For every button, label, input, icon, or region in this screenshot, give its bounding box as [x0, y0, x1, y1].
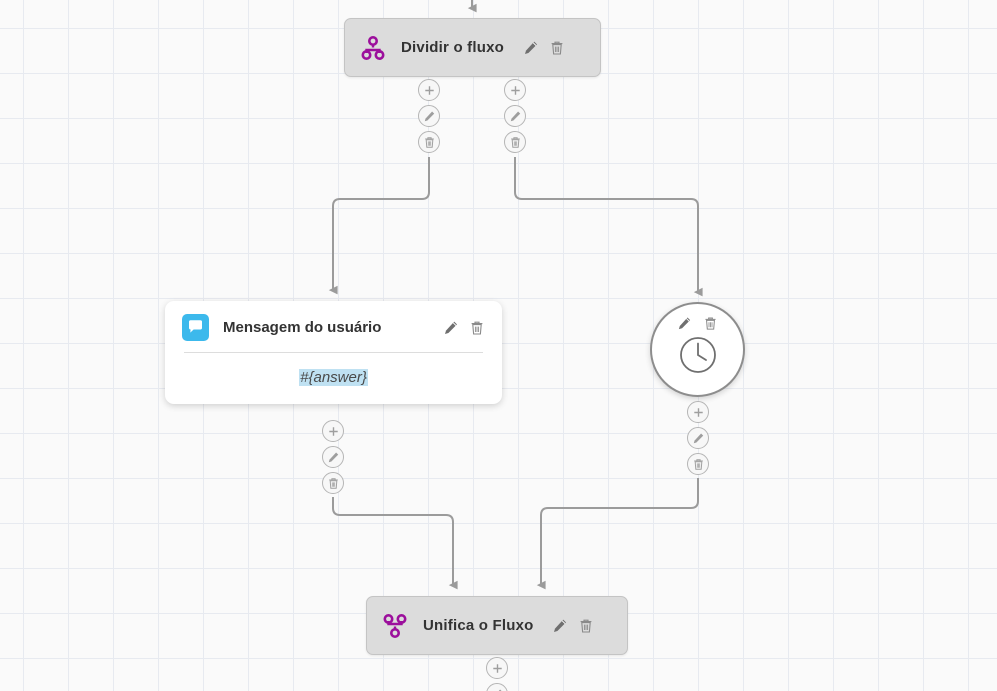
- connector-buttons-split-right[interactable]: [504, 79, 526, 153]
- chat-bubble-icon: [182, 314, 209, 341]
- trash-icon[interactable]: [418, 131, 440, 153]
- node-merge-flow[interactable]: Unifica o Fluxo: [366, 596, 628, 655]
- edge-timer-to-merge: [536, 478, 699, 590]
- trash-icon[interactable]: [504, 131, 526, 153]
- edge-split-to-message: [328, 157, 430, 295]
- pencil-icon[interactable]: [486, 683, 508, 691]
- plus-icon[interactable]: [687, 401, 709, 423]
- plus-icon[interactable]: [418, 79, 440, 101]
- node-merge-flow-actions[interactable]: [552, 617, 595, 634]
- node-user-message-body: #{answer}: [165, 353, 502, 404]
- pencil-icon[interactable]: [687, 427, 709, 449]
- connector-buttons-timer[interactable]: [687, 401, 709, 475]
- plus-icon[interactable]: [504, 79, 526, 101]
- node-split-flow-actions[interactable]: [522, 39, 565, 56]
- connector-buttons-merge[interactable]: [486, 657, 508, 691]
- delete-icon[interactable]: [578, 617, 595, 634]
- node-user-message-header: Mensagem do usuário: [165, 301, 502, 352]
- connector-buttons-split-left[interactable]: [418, 79, 440, 153]
- node-merge-flow-bar[interactable]: Unifica o Fluxo: [366, 596, 628, 655]
- edit-icon[interactable]: [522, 39, 539, 56]
- card-divider: [184, 352, 483, 353]
- delete-icon[interactable]: [702, 315, 719, 332]
- node-timer-actions[interactable]: [676, 315, 719, 332]
- node-timer[interactable]: [650, 302, 745, 397]
- node-split-flow-label: Dividir o fluxo: [401, 39, 505, 56]
- message-variable-value[interactable]: #{answer}: [299, 369, 368, 386]
- split-flow-icon: [359, 34, 387, 62]
- edge-split-to-timer: [514, 157, 703, 297]
- plus-icon[interactable]: [322, 420, 344, 442]
- node-merge-flow-label: Unifica o Fluxo: [423, 617, 534, 634]
- connector-buttons-message[interactable]: [322, 420, 344, 494]
- node-user-message[interactable]: Mensagem do usuário: [165, 301, 502, 404]
- trash-icon[interactable]: [322, 472, 344, 494]
- plus-icon[interactable]: [486, 657, 508, 679]
- merge-flow-icon: [381, 612, 409, 640]
- clock-icon: [677, 334, 719, 381]
- node-user-message-label: Mensagem do usuário: [223, 319, 382, 336]
- edit-icon[interactable]: [552, 617, 569, 634]
- node-user-message-actions[interactable]: [442, 319, 485, 336]
- trash-icon[interactable]: [687, 453, 709, 475]
- edit-icon[interactable]: [442, 319, 459, 336]
- node-split-flow-bar[interactable]: Dividir o fluxo: [344, 18, 601, 77]
- pencil-icon[interactable]: [322, 446, 344, 468]
- node-split-flow[interactable]: Dividir o fluxo: [344, 18, 601, 77]
- edge-message-to-merge: [332, 497, 458, 590]
- pencil-icon[interactable]: [418, 105, 440, 127]
- pencil-icon[interactable]: [504, 105, 526, 127]
- edit-icon[interactable]: [676, 315, 693, 332]
- delete-icon[interactable]: [548, 39, 565, 56]
- delete-icon[interactable]: [468, 319, 485, 336]
